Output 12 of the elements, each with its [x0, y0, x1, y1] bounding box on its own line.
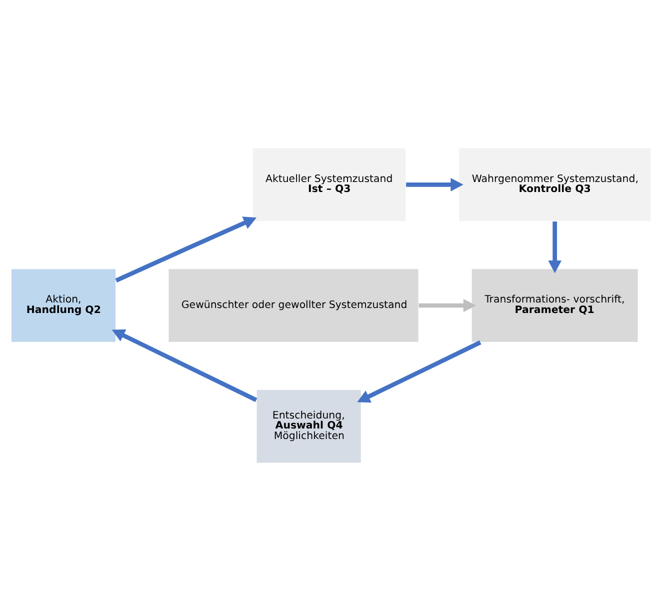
arrow [548, 221, 562, 273]
node-box: Wahrgenommer Systemzustand, Kontrolle Q3 [458, 147, 652, 222]
arrow [357, 340, 482, 402]
node-box: Aktion, Handlung Q2 [10, 268, 116, 342]
node-box: Aktueller Systemzustand Ist – Q3 [252, 147, 406, 222]
arrow [115, 216, 256, 282]
arrow [112, 328, 258, 402]
node-box: Entscheidung, Auswahl Q4 Möglichkeiten [256, 388, 362, 463]
node-box: Gewünschter oder gewollter Systemzustand [168, 268, 420, 342]
arrow [418, 298, 476, 312]
node-box: Transformations- vorschrift, Parameter Q1 [471, 268, 639, 342]
arrow [406, 178, 464, 191]
